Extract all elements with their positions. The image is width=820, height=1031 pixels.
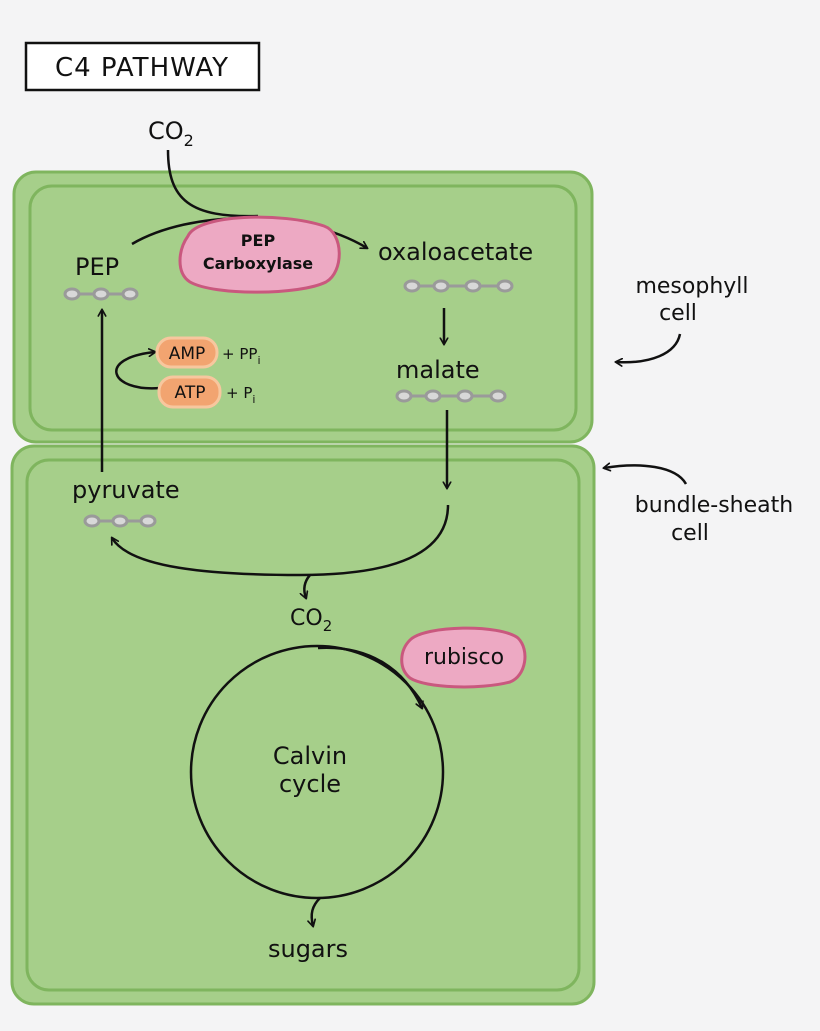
mesophyll-label-line1: mesophyll <box>635 274 748 299</box>
mesophyll-label-line2: cell <box>659 301 697 326</box>
amp-molecule: AMP <box>155 336 219 369</box>
calvin-label-line1: Calvin <box>273 742 347 770</box>
mesophyll-pointer-arrow <box>616 333 682 362</box>
bundle-sheath-label-line1: bundle-sheath <box>635 493 793 518</box>
atp-products-label: + Pi <box>226 384 255 406</box>
atp-to-amp-arrow <box>115 352 161 390</box>
atp-molecule: ATP <box>157 375 222 409</box>
pep-carboxylase-label-line1: PEP <box>241 231 276 250</box>
oxaloacetate-molecule-icon <box>403 279 514 293</box>
rubisco-enzyme: rubisco <box>400 626 527 689</box>
co2-bundle-label: CO2 <box>290 606 332 635</box>
malate-label: malate <box>396 356 480 384</box>
pyruvate-molecule-icon <box>83 514 157 528</box>
atp-label: ATP <box>175 383 206 403</box>
calvin-cycle-circle <box>189 644 445 900</box>
co2-input-label: CO2 <box>148 117 194 150</box>
bundle-sheath-label-line2: cell <box>671 521 709 546</box>
bundle-sheath-cell <box>10 444 596 1006</box>
rubisco-label: rubisco <box>424 645 504 670</box>
calvin-label-line2: cycle <box>279 770 341 798</box>
sugars-label: sugars <box>268 935 348 963</box>
mesophyll-cell <box>12 170 594 444</box>
page-title: C4 PATHWAY <box>55 53 229 83</box>
co2-input-arrow <box>166 149 259 218</box>
pep-carboxylase-enzyme: PEP Carboxylase <box>178 215 341 294</box>
bundle-sheath-pointer-arrow <box>604 465 688 485</box>
amp-label: AMP <box>169 344 206 364</box>
oxaloacetate-label: oxaloacetate <box>378 238 533 266</box>
malate-molecule-icon <box>395 389 507 403</box>
pep-molecule-icon <box>63 287 139 301</box>
pep-carboxylase-label-line2: Carboxylase <box>203 254 313 273</box>
amp-products-label: + PPi <box>222 345 261 367</box>
calvin-to-sugars-arrow <box>312 897 321 926</box>
pep-label: PEP <box>75 253 119 281</box>
pyruvate-label: pyruvate <box>72 476 180 504</box>
malate-to-co2-arrow <box>304 574 311 598</box>
title-box <box>24 41 261 92</box>
malate-to-pyruvate-arrow <box>112 504 450 577</box>
